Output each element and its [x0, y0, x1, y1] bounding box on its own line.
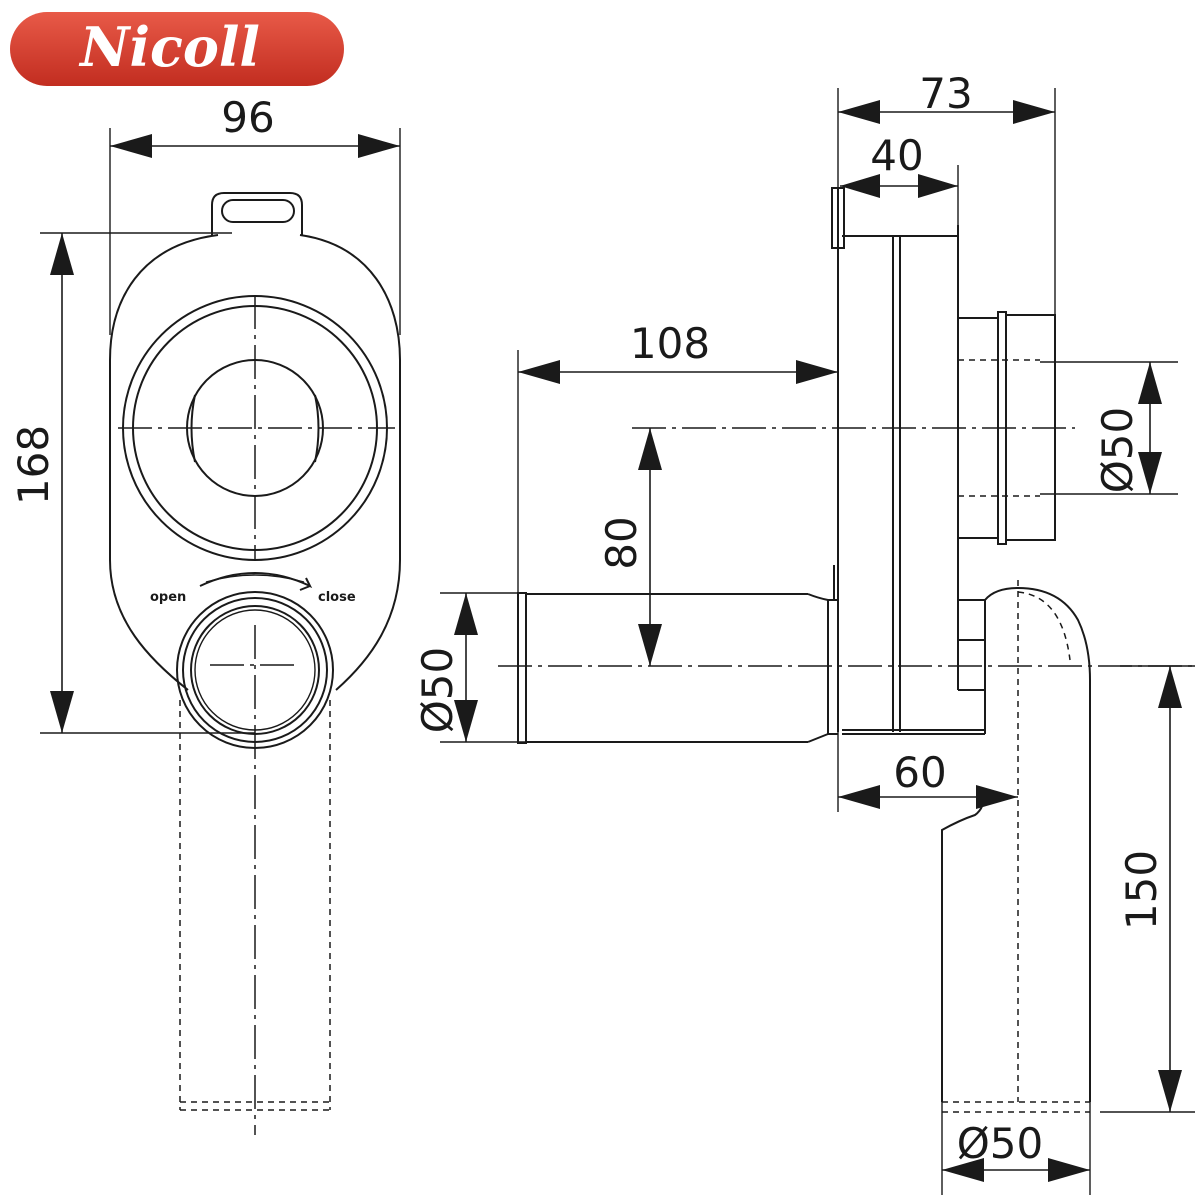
- side-view: 73 40 108 80: [413, 69, 1195, 1195]
- dimension-inlet-diameter: Ø50: [413, 592, 525, 743]
- dimension-offset: 80: [597, 428, 662, 666]
- dimension-bottom-diameter-label: Ø50: [957, 1119, 1044, 1168]
- dimension-drop-label: 150: [1117, 850, 1166, 930]
- dimension-depth-label: 73: [919, 69, 972, 118]
- valve-close-label: close: [318, 590, 356, 605]
- valve-open-label: open: [150, 590, 186, 605]
- dimension-width: 96: [109, 93, 401, 335]
- dimension-offset-label: 80: [597, 516, 646, 569]
- dimension-spacing-label: 60: [893, 748, 946, 797]
- dimension-depth: 73: [837, 69, 1056, 315]
- dimension-width-label: 96: [221, 93, 274, 142]
- dimension-height: 168: [9, 232, 255, 734]
- brand-logo: Nicoll: [10, 12, 344, 86]
- dimension-outlet-diameter: Ø50: [1040, 361, 1178, 495]
- dimension-inlet-length-label: 108: [630, 319, 710, 368]
- dimension-inlet-length: 108: [517, 319, 838, 595]
- front-view: 96 168 open close: [9, 93, 401, 1135]
- dimension-spacing: 60: [837, 732, 1018, 812]
- dimension-drop: 150: [1100, 665, 1195, 1113]
- dimension-bottom-diameter: Ø50: [941, 1112, 1091, 1195]
- dimension-inner-label: 40: [870, 131, 923, 180]
- dimension-inlet-diameter-label: Ø50: [413, 647, 462, 734]
- dimension-outlet-diameter-label: Ø50: [1093, 407, 1142, 494]
- dimension-height-label: 168: [9, 425, 58, 505]
- brand-logo-text: Nicoll: [78, 15, 260, 79]
- dimension-inner: 40: [840, 131, 959, 320]
